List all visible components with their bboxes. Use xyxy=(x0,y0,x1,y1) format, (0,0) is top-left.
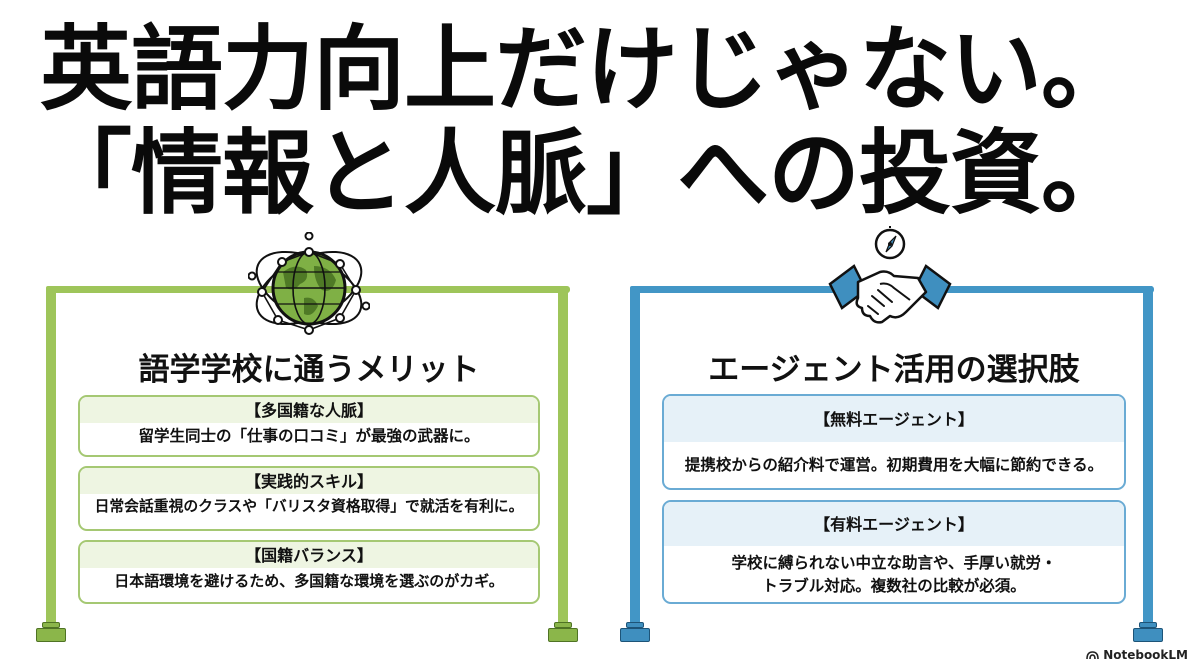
notebooklm-logo-icon xyxy=(1086,651,1099,660)
card-body: 留学生同士の「仕事の口コミ」が最強の武器に。 xyxy=(138,427,480,445)
right-frame-cap xyxy=(1139,622,1157,628)
headline-line-1: 英語力向上だけじゃない。 xyxy=(40,16,1133,123)
right-frame-left-pole xyxy=(630,286,640,628)
right-frame-cap xyxy=(626,622,644,628)
compass-icon xyxy=(874,226,906,260)
card-heading: 【国籍バランス】 xyxy=(80,542,538,568)
left-frame-right-pole xyxy=(558,286,568,628)
right-frame-base xyxy=(620,628,650,642)
card-heading: 【有料エージェント】 xyxy=(664,502,1124,546)
card-body-line: 学校に縛られない中立な助言や、手厚い就労・ xyxy=(731,554,1057,572)
left-frame-left-pole xyxy=(46,286,56,628)
agent-card: 【無料エージェント】 提携校からの紹介料で運営。初期費用を大幅に節約できる。 xyxy=(662,394,1126,490)
card-body: 提携校からの紹介料で運営。初期費用を大幅に節約できる。 xyxy=(684,456,1104,474)
card-body: 学校に縛られない中立な助言や、手厚い就労・ トラブル対応。複数社の比較が必須。 xyxy=(664,546,1124,598)
left-frame-base xyxy=(548,628,578,642)
card-heading: 【実践的スキル】 xyxy=(80,468,538,494)
left-frame-cap xyxy=(554,622,572,628)
benefit-card: 【多国籍な人脈】 留学生同士の「仕事の口コミ」が最強の武器に。 xyxy=(78,395,540,457)
card-heading: 【多国籍な人脈】 xyxy=(80,397,538,423)
benefit-card: 【実践的スキル】 日常会話重視のクラスや「バリスタ資格取得」で就活を有利に。 xyxy=(78,466,540,531)
right-panel-title: エージェント活用の選択肢 xyxy=(708,352,1080,388)
right-frame-base xyxy=(1133,628,1163,642)
card-body: 日本語環境を避けるため、多国籍な環境を選ぶのがカギ。 xyxy=(114,572,504,590)
card-heading: 【無料エージェント】 xyxy=(664,396,1124,442)
benefit-card: 【国籍バランス】 日本語環境を避けるため、多国籍な環境を選ぶのがカギ。 xyxy=(78,540,540,604)
left-frame-base xyxy=(36,628,66,642)
right-frame-right-pole xyxy=(1143,286,1153,628)
brand-mark: NotebookLM xyxy=(1086,648,1188,662)
brand-label: NotebookLM xyxy=(1103,648,1188,662)
left-panel-title: 語学学校に通うメリット xyxy=(138,352,480,388)
headline: 英語力向上だけじゃない。 「情報と人脈」への投資。 xyxy=(40,18,1180,226)
left-frame-cap xyxy=(42,622,60,628)
handshake-compass-icon xyxy=(828,226,952,324)
card-body: 日常会話重視のクラスや「バリスタ資格取得」で就活を有利に。 xyxy=(94,498,524,515)
headline-line-2: 「情報と人脈」への投資。 xyxy=(40,120,1133,227)
globe-network-icon xyxy=(248,232,370,335)
agent-card: 【有料エージェント】 学校に縛られない中立な助言や、手厚い就労・ トラブル対応。… xyxy=(662,500,1126,604)
card-body-line: トラブル対応。複数社の比較が必須。 xyxy=(762,577,1026,595)
